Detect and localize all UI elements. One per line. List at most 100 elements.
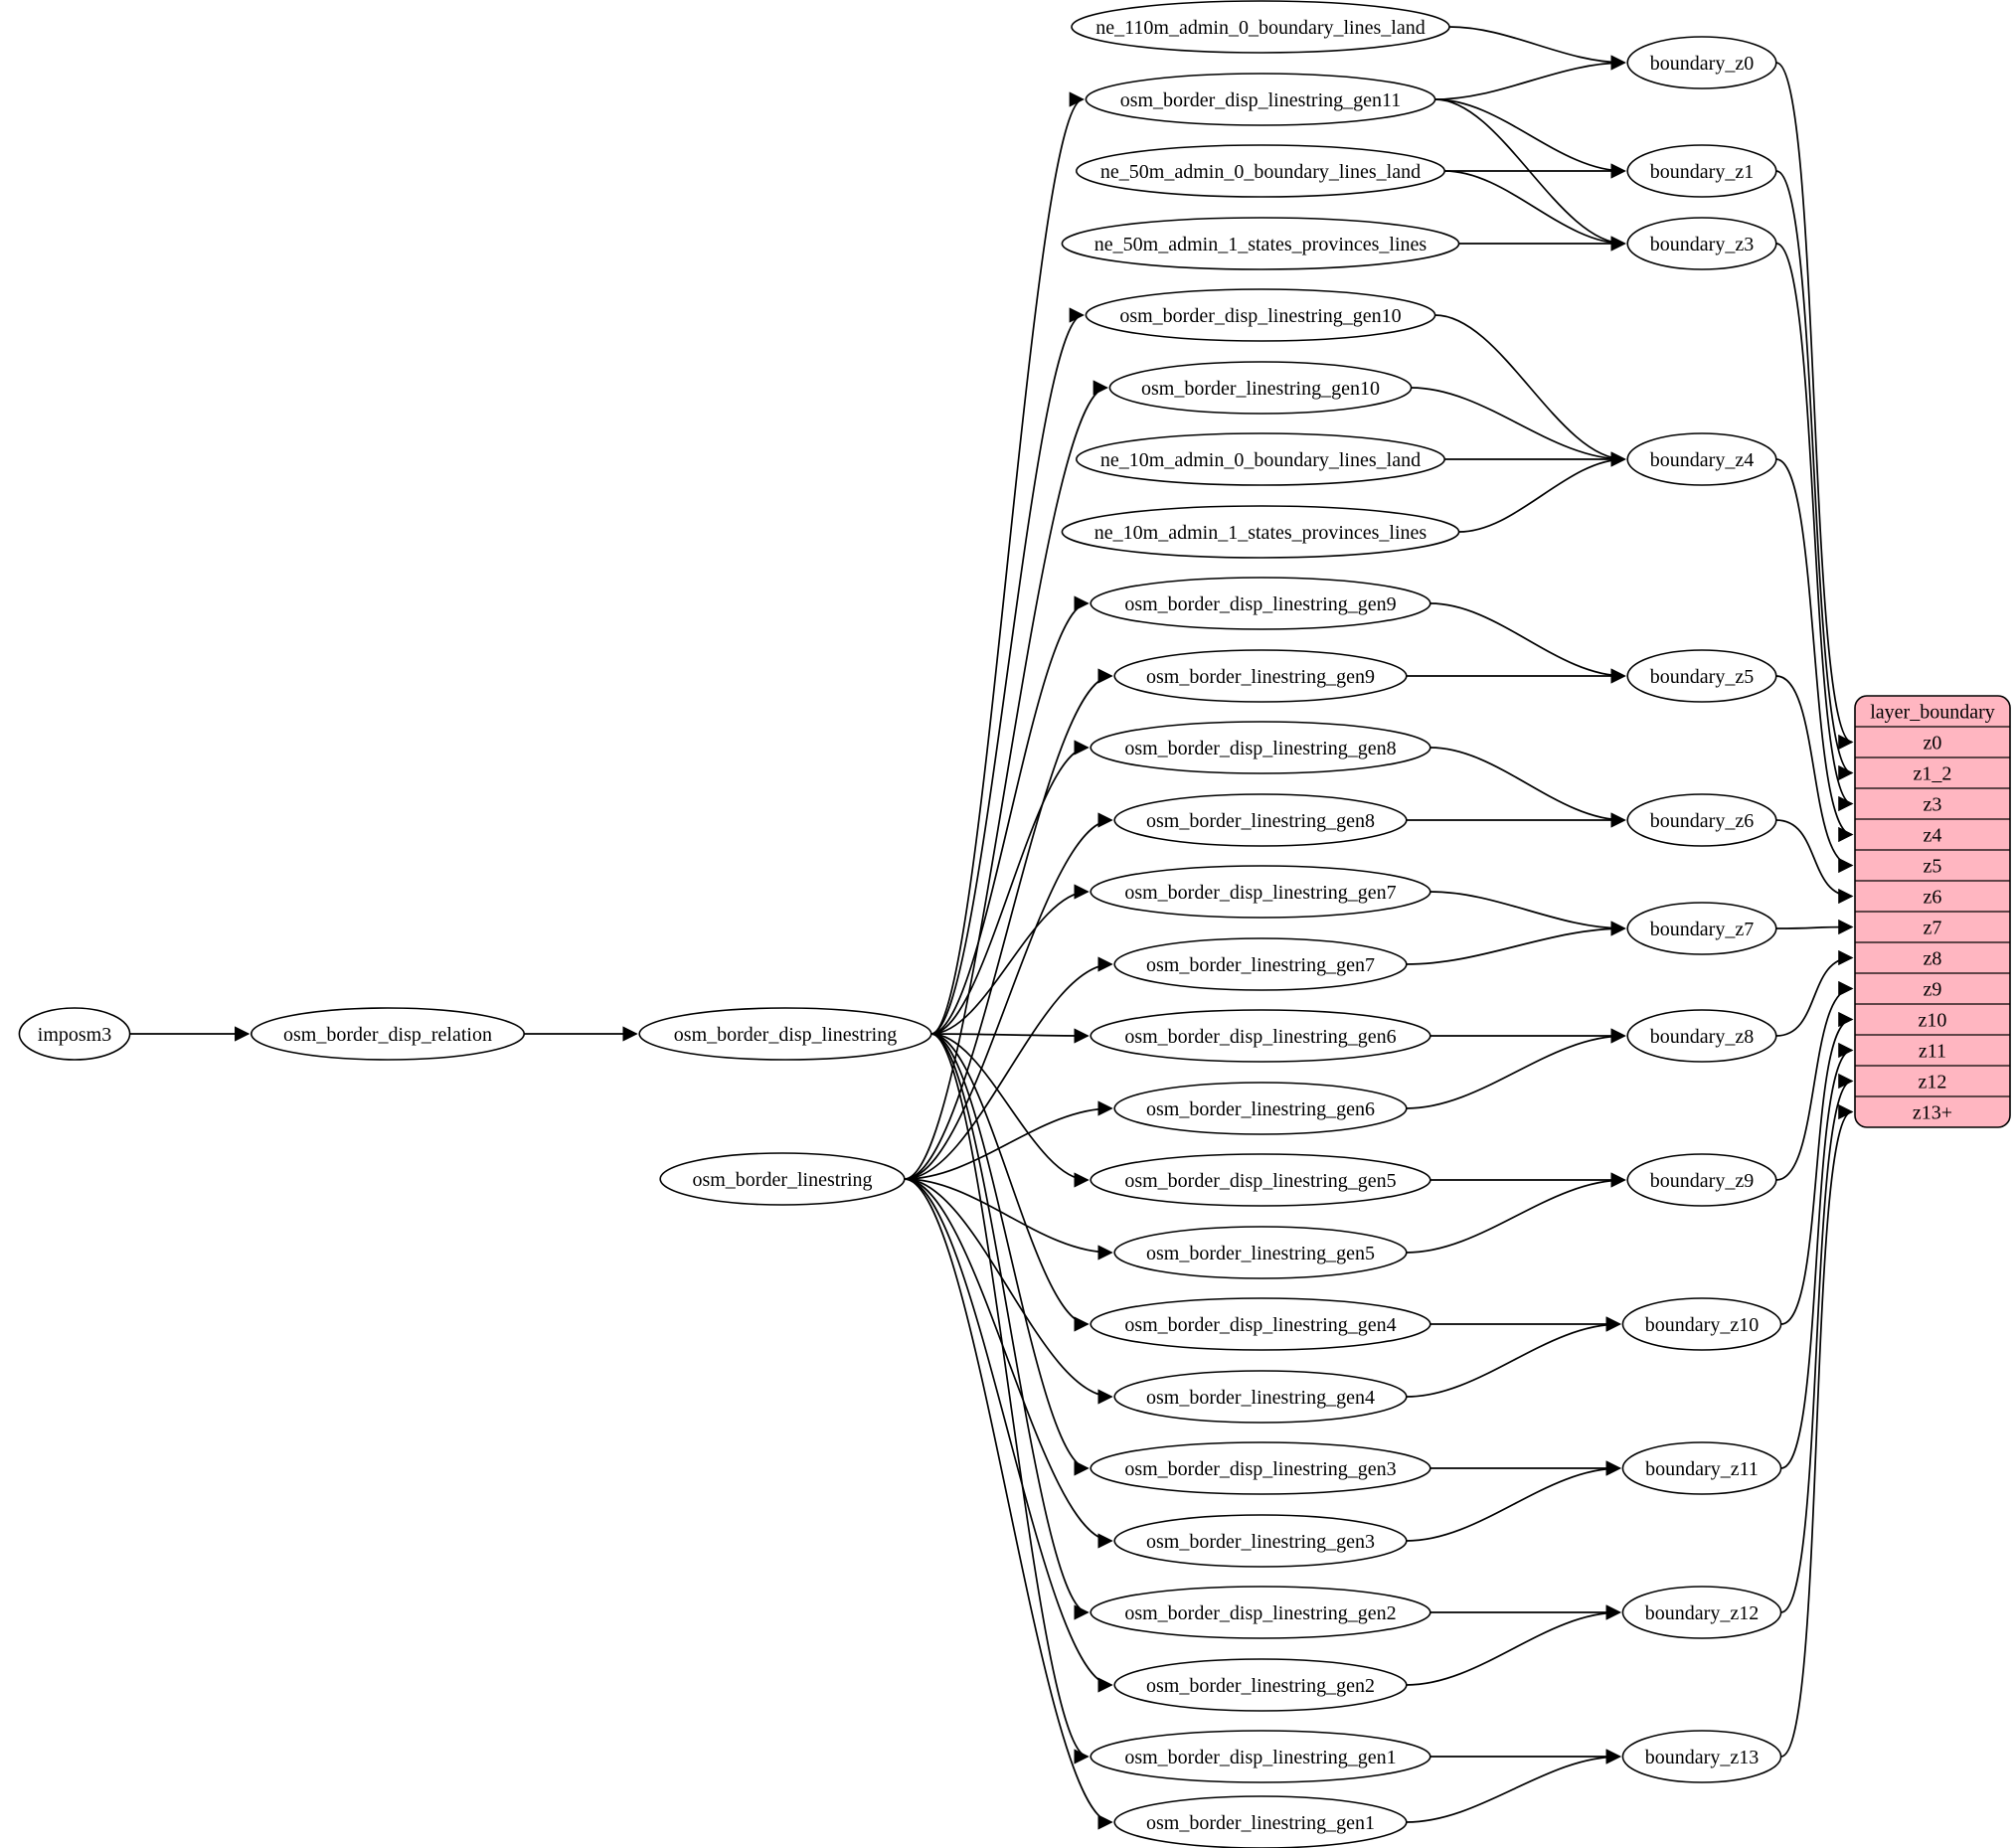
node-label-osm_border_disp_linestring_gen3: osm_border_disp_linestring_gen3	[1124, 1458, 1396, 1480]
edge-osm_border_linestring_gen10-to-boundary_z4	[1411, 387, 1626, 467]
node-osm_border_linestring_gen3: osm_border_linestring_gen3	[1113, 1514, 1408, 1568]
edge-osm_border_linestring-to-osm_border_linestring_gen9	[904, 668, 1113, 1180]
node-label-boundary_z3: boundary_z3	[1650, 234, 1754, 255]
edge-osm_border_disp_linestring-to-osm_border_disp_linestring_gen1	[930, 1033, 1090, 1764]
edge-boundary_z6-to-layer_boundary-z6	[1775, 819, 1854, 905]
node-label-osm_border_disp_linestring_gen7: osm_border_disp_linestring_gen7	[1124, 882, 1396, 904]
node-boundary_z7: boundary_z7	[1626, 902, 1777, 955]
node-label-osm_border_disp_linestring_gen10: osm_border_disp_linestring_gen10	[1119, 305, 1401, 327]
edge-boundary_z9-to-layer_boundary-z9	[1775, 980, 1854, 1181]
node-label-osm_border_linestring_gen8: osm_border_linestring_gen8	[1146, 810, 1375, 832]
node-osm_border_disp_linestring_gen5: osm_border_disp_linestring_gen5	[1090, 1153, 1431, 1207]
node-shape	[1626, 36, 1777, 89]
record-row-z0: z0	[1924, 733, 1942, 755]
node-boundary_z1: boundary_z1	[1626, 144, 1777, 198]
node-osm_border_linestring: osm_border_linestring	[659, 1152, 906, 1206]
node-shape	[1061, 217, 1460, 270]
node-label-osm_border_disp_linestring: osm_border_disp_linestring	[674, 1024, 897, 1046]
edge-osm_border_disp_linestring-to-osm_border_disp_linestring_gen8	[930, 740, 1090, 1035]
edge-osm_border_disp_linestring-to-osm_border_disp_linestring_gen2	[930, 1033, 1090, 1620]
node-osm_border_linestring_gen4: osm_border_linestring_gen4	[1113, 1370, 1408, 1424]
edge-osm_border_disp_linestring-to-osm_border_disp_linestring_gen6	[930, 1028, 1090, 1044]
node-shape	[638, 1007, 932, 1061]
edge-osm_border_disp_linestring-to-osm_border_disp_linestring_gen10	[930, 307, 1085, 1035]
node-label-boundary_z0: boundary_z0	[1650, 53, 1754, 75]
edge-osm_border_linestring-to-osm_border_linestring_gen6	[904, 1100, 1113, 1180]
node-shape	[1626, 217, 1777, 270]
record-row-z3: z3	[1924, 794, 1942, 816]
edge-osm_border_linestring-to-osm_border_linestring_gen8	[904, 812, 1113, 1180]
node-osm_border_linestring_gen10: osm_border_linestring_gen10	[1108, 361, 1413, 415]
node-boundary_z9: boundary_z9	[1626, 1153, 1777, 1207]
node-label-ne_110m_admin_0_boundary_lines_land: ne_110m_admin_0_boundary_lines_land	[1095, 17, 1425, 39]
edge-osm_border_disp_linestring-to-osm_border_disp_linestring_gen3	[930, 1033, 1090, 1476]
node-shape	[1090, 865, 1431, 919]
node-osm_border_linestring_gen7: osm_border_linestring_gen7	[1113, 937, 1408, 991]
node-label-osm_border_disp_linestring_gen2: osm_border_disp_linestring_gen2	[1124, 1602, 1396, 1624]
node-label-osm_border_disp_linestring_gen6: osm_border_disp_linestring_gen6	[1124, 1026, 1396, 1048]
edge-osm_border_disp_linestring-to-osm_border_disp_linestring_gen5	[930, 1033, 1090, 1188]
edges-layer	[129, 26, 1854, 1830]
node-label-boundary_z11: boundary_z11	[1645, 1458, 1759, 1480]
record-row-z11: z11	[1919, 1041, 1946, 1063]
node-label-osm_border_disp_linestring_gen1: osm_border_disp_linestring_gen1	[1124, 1747, 1396, 1768]
node-osm_border_linestring_gen6: osm_border_linestring_gen6	[1113, 1082, 1408, 1135]
node-osm_border_disp_linestring_gen10: osm_border_disp_linestring_gen10	[1085, 288, 1436, 342]
edge-osm_border_linestring-to-osm_border_linestring_gen2	[904, 1178, 1113, 1693]
node-label-ne_10m_admin_0_boundary_lines_land: ne_10m_admin_0_boundary_lines_land	[1100, 449, 1421, 471]
node-label-osm_border_linestring: osm_border_linestring	[692, 1169, 872, 1191]
node-shape	[1090, 1586, 1431, 1639]
node-label-osm_border_linestring_gen6: osm_border_linestring_gen6	[1146, 1098, 1375, 1120]
node-osm_border_disp_linestring: osm_border_disp_linestring	[638, 1007, 932, 1061]
node-shape	[1108, 361, 1413, 415]
edge-osm_border_linestring_gen3-to-boundary_z11	[1406, 1460, 1621, 1542]
edge-boundary_z13-to-layer_boundary-z13+	[1780, 1104, 1854, 1758]
node-shape	[1626, 793, 1777, 847]
node-boundary_z0: boundary_z0	[1626, 36, 1777, 89]
record-row-z8: z8	[1924, 948, 1942, 970]
node-label-osm_border_linestring_gen7: osm_border_linestring_gen7	[1146, 954, 1375, 976]
edge-boundary_z3-to-layer_boundary-z3	[1775, 243, 1854, 811]
node-label-osm_border_disp_relation: osm_border_disp_relation	[283, 1024, 492, 1046]
record-row-z10: z10	[1919, 1010, 1947, 1032]
edge-ne_10m_admin_1_states_provinces_lines-to-boundary_z4	[1458, 451, 1626, 533]
node-shape	[1090, 721, 1431, 774]
node-shape	[659, 1152, 906, 1206]
node-label-osm_border_linestring_gen2: osm_border_linestring_gen2	[1146, 1675, 1375, 1697]
edge-osm_border_linestring-to-osm_border_linestring_gen10	[904, 380, 1108, 1180]
node-shape	[1113, 1658, 1408, 1712]
node-shape	[1090, 1153, 1431, 1207]
node-boundary_z8: boundary_z8	[1626, 1009, 1777, 1063]
node-label-osm_border_linestring_gen3: osm_border_linestring_gen3	[1146, 1531, 1375, 1553]
node-label-osm_border_disp_linestring_gen11: osm_border_disp_linestring_gen11	[1120, 89, 1402, 111]
edge-osm_border_disp_linestring_gen11-to-boundary_z3	[1434, 98, 1626, 252]
edge-boundary_z1-to-layer_boundary-z1_2	[1775, 170, 1854, 780]
edge-osm_border_disp_linestring_gen8-to-boundary_z6	[1429, 747, 1626, 828]
edge-osm_border_disp_linestring_gen10-to-boundary_z4	[1434, 314, 1626, 467]
node-shape	[1090, 577, 1431, 630]
edge-osm_border_linestring_gen7-to-boundary_z7	[1406, 921, 1626, 965]
node-label-boundary_z5: boundary_z5	[1650, 666, 1754, 688]
node-shape	[1621, 1441, 1782, 1495]
record-title: layer_boundary	[1870, 702, 1995, 724]
node-shape	[1626, 432, 1777, 486]
node-label-ne_50m_admin_1_states_provinces_lines: ne_50m_admin_1_states_provinces_lines	[1094, 234, 1428, 255]
node-shape	[1113, 1514, 1408, 1568]
node-osm_border_disp_linestring_gen7: osm_border_disp_linestring_gen7	[1090, 865, 1431, 919]
node-ne_110m_admin_0_boundary_lines_land: ne_110m_admin_0_boundary_lines_land	[1071, 0, 1450, 54]
node-boundary_z11: boundary_z11	[1621, 1441, 1782, 1495]
edge-osm_border_disp_linestring_gen11-to-boundary_z0	[1434, 55, 1626, 100]
node-shape	[1621, 1730, 1782, 1783]
node-boundary_z12: boundary_z12	[1621, 1586, 1782, 1639]
record-row-z4: z4	[1924, 825, 1942, 847]
node-label-boundary_z4: boundary_z4	[1650, 449, 1754, 471]
node-label-boundary_z6: boundary_z6	[1650, 810, 1754, 832]
node-label-osm_border_linestring_gen10: osm_border_linestring_gen10	[1141, 378, 1380, 400]
node-ne_50m_admin_0_boundary_lines_land: ne_50m_admin_0_boundary_lines_land	[1076, 144, 1446, 198]
edge-osm_border_disp_linestring_gen7-to-boundary_z7	[1429, 891, 1626, 936]
edge-boundary_z4-to-layer_boundary-z4	[1775, 458, 1854, 843]
node-label-osm_border_disp_linestring_gen5: osm_border_disp_linestring_gen5	[1124, 1170, 1396, 1192]
node-shape	[1621, 1297, 1782, 1351]
